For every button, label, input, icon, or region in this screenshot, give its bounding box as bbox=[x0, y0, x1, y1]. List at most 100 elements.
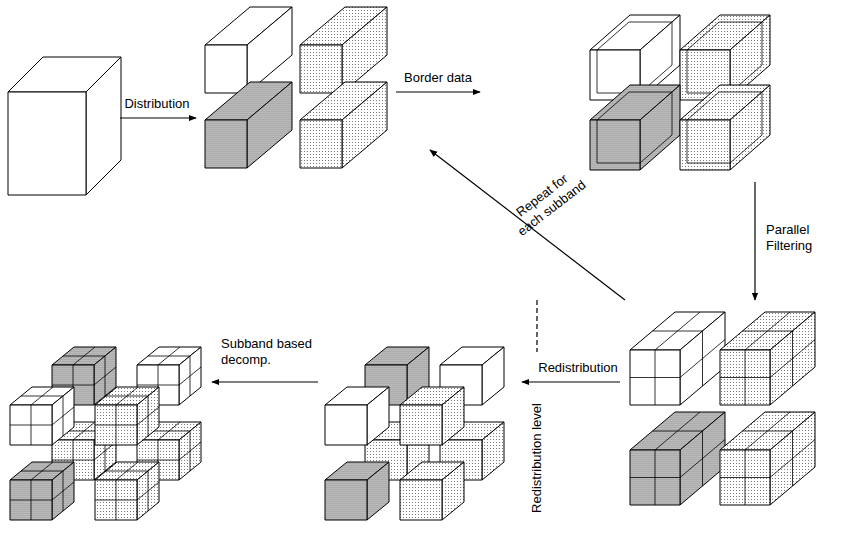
subdivision-line bbox=[680, 440, 725, 478]
border-line bbox=[687, 22, 719, 50]
subdivision-line bbox=[137, 460, 179, 461]
border-line bbox=[719, 92, 762, 93]
subdivision-line bbox=[52, 385, 94, 386]
subdivision-line bbox=[10, 425, 52, 426]
subdivision-line bbox=[148, 356, 190, 357]
subdivision-line bbox=[720, 477, 770, 478]
subdivision-line bbox=[106, 396, 148, 397]
cube-front-face bbox=[400, 480, 442, 520]
cube-front-face bbox=[95, 405, 137, 445]
subdivision-line bbox=[94, 367, 116, 385]
subdivision-line bbox=[743, 431, 793, 432]
cube-front-face bbox=[205, 45, 247, 93]
filtering-arrow bbox=[754, 182, 755, 300]
cube-front-face bbox=[325, 480, 367, 520]
cube-front-face bbox=[630, 350, 680, 405]
cube-front-face bbox=[400, 405, 442, 445]
subdivision-line bbox=[52, 482, 74, 500]
subdivision-line bbox=[52, 407, 74, 425]
subdivision-line bbox=[137, 385, 179, 386]
arrow-label: Distribution bbox=[124, 96, 189, 112]
cube-side-face bbox=[247, 7, 292, 93]
cube-side-face bbox=[86, 57, 121, 195]
border-line bbox=[597, 22, 629, 50]
cube-front-face bbox=[8, 92, 86, 195]
arrow-label: Redistribution bbox=[538, 360, 618, 376]
border-line bbox=[597, 163, 640, 164]
subdivision-line bbox=[680, 340, 725, 378]
cube-side-face bbox=[367, 387, 389, 445]
subdivision-line bbox=[179, 442, 201, 460]
cube-side-face bbox=[680, 412, 725, 505]
border-line bbox=[719, 22, 762, 23]
border-line bbox=[597, 120, 598, 163]
cube-front-face bbox=[720, 450, 770, 505]
cube-front-face bbox=[10, 480, 52, 520]
cube-front-face bbox=[680, 120, 730, 170]
cube-side-face bbox=[770, 312, 815, 405]
cube-side-face bbox=[442, 387, 464, 445]
cube-front-face bbox=[720, 350, 770, 405]
cube-side-face bbox=[730, 85, 770, 170]
arrow-label: Parallel Filtering bbox=[766, 222, 834, 254]
subdivision-line bbox=[52, 460, 94, 461]
cube-side-face bbox=[442, 462, 464, 520]
cube-group bbox=[8, 7, 815, 520]
cube-front-face bbox=[10, 405, 52, 445]
border-line bbox=[687, 92, 719, 120]
cube-side-face bbox=[247, 82, 292, 168]
subdivision-line bbox=[630, 477, 680, 478]
subdivision-line bbox=[743, 331, 793, 332]
cube-front-face bbox=[300, 120, 342, 168]
cube-side-face bbox=[640, 85, 680, 170]
cube-side-face bbox=[367, 462, 389, 520]
border-line bbox=[597, 92, 629, 120]
cube-side-face bbox=[342, 7, 387, 93]
cube-front-face bbox=[590, 120, 640, 170]
cube-front-face bbox=[325, 405, 367, 445]
level-dashed-line bbox=[536, 300, 537, 352]
border-line bbox=[672, 92, 673, 135]
cube-front-face bbox=[95, 480, 137, 520]
border-line bbox=[687, 50, 688, 93]
arrow-label: Border data bbox=[404, 70, 472, 86]
border-arrow bbox=[396, 91, 480, 92]
border-line bbox=[629, 92, 672, 93]
cube-side-face bbox=[770, 412, 815, 505]
subdivision-line bbox=[179, 367, 201, 385]
border-line bbox=[762, 22, 763, 65]
subdivision-line bbox=[21, 471, 63, 472]
border-line bbox=[629, 22, 672, 23]
border-line bbox=[640, 135, 672, 163]
cube-front-face bbox=[205, 120, 247, 168]
redistribution-arrow bbox=[522, 381, 620, 382]
subdivision-line bbox=[137, 407, 159, 425]
border-line bbox=[730, 135, 762, 163]
arrow-group bbox=[120, 92, 755, 382]
repeat-arrow bbox=[430, 150, 625, 300]
arrow-label: Subband based decomp. bbox=[221, 336, 315, 368]
subdivision-line bbox=[106, 471, 148, 472]
subdivision-line bbox=[95, 500, 137, 501]
distribution-arrow bbox=[120, 117, 196, 118]
subdivision-line bbox=[63, 356, 105, 357]
cube-side-face bbox=[342, 82, 387, 168]
border-line bbox=[597, 50, 598, 93]
subdivision-line bbox=[770, 340, 815, 378]
arrow-label: Redistribution level bbox=[529, 403, 545, 513]
border-line bbox=[687, 120, 688, 163]
cube-front-face bbox=[630, 450, 680, 505]
subdivision-line bbox=[770, 440, 815, 478]
border-line bbox=[672, 22, 673, 65]
cube-side-face bbox=[680, 312, 725, 405]
subdivision-line bbox=[630, 377, 680, 378]
subdivision-line bbox=[10, 500, 52, 501]
subdivision-line bbox=[21, 396, 63, 397]
arrow-label: Repeat for each subband bbox=[501, 161, 593, 242]
decomp-arrow bbox=[212, 381, 318, 382]
cube-side-face bbox=[482, 347, 504, 405]
subdivision-line bbox=[720, 377, 770, 378]
border-line bbox=[687, 163, 730, 164]
border-line bbox=[762, 92, 763, 135]
